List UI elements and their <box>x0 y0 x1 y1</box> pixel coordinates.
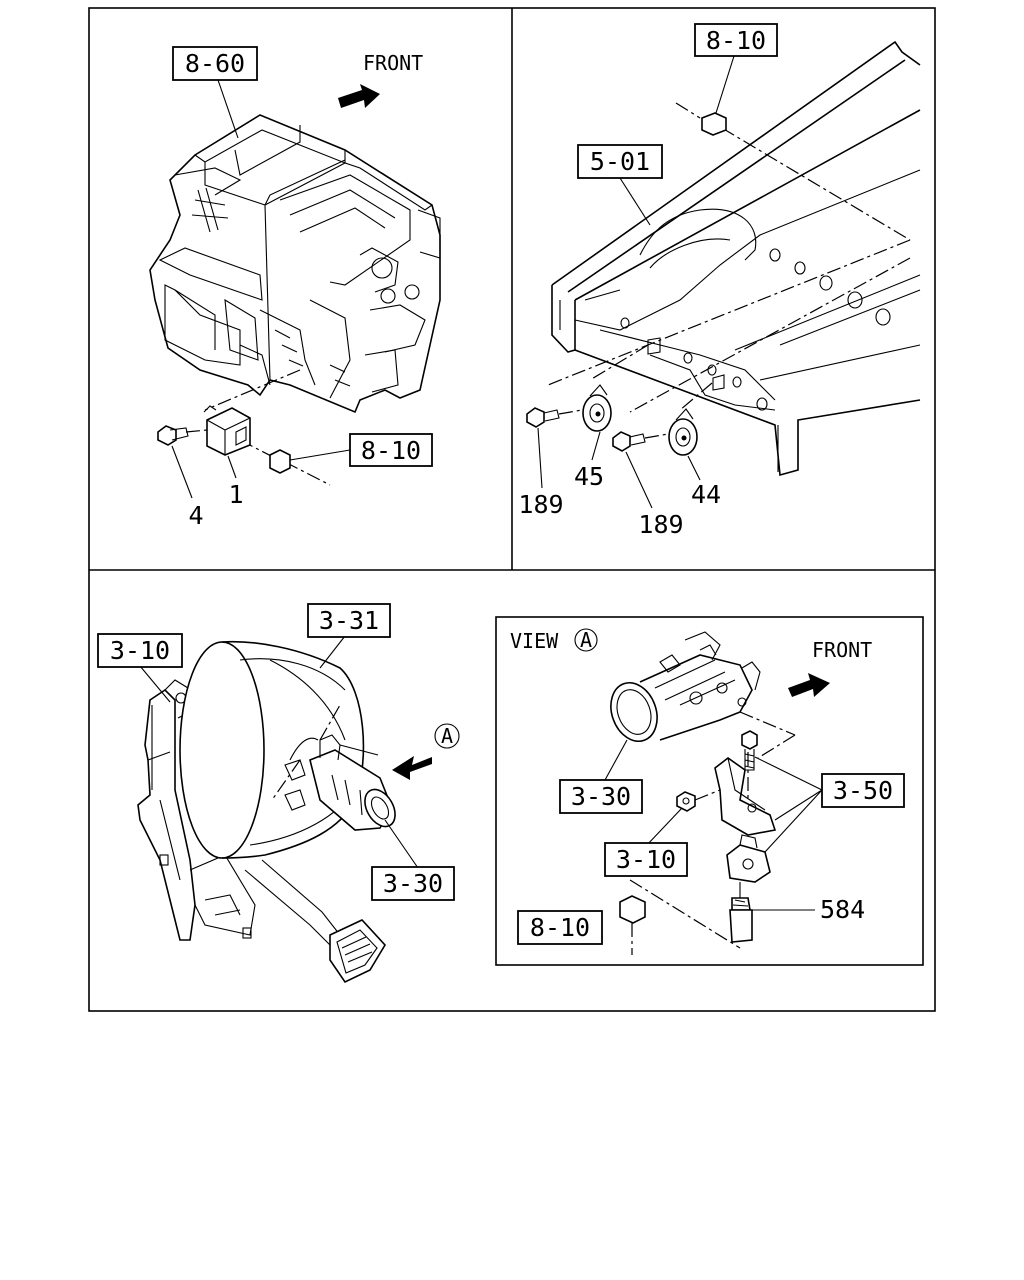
part-189-b-label: 189 <box>638 510 683 539</box>
ref-bracket-label: 3-10 <box>110 636 170 665</box>
ref-box-harness: 8-10 <box>694 23 778 57</box>
connector-view-drawing <box>619 895 646 955</box>
view-marker-label: A <box>441 724 453 748</box>
pedal-drawing <box>244 859 386 984</box>
horn-45-drawing <box>582 384 612 432</box>
ref-box-booster: 3-31 <box>307 603 391 638</box>
view-a-circle-icon <box>434 723 460 749</box>
front-arrow-icon <box>338 84 380 108</box>
part-584-label: 584 <box>820 895 865 924</box>
horn-44-drawing <box>668 408 698 456</box>
view-a-circle-icon <box>574 628 598 652</box>
ref-heater-label: 8-60 <box>185 49 245 78</box>
ref-nut-label: 3-10 <box>616 845 676 874</box>
ref-harness-label: 8-10 <box>361 436 421 465</box>
switch-view-drawing <box>729 882 753 943</box>
panel-top-left: 8-60 FRONT 8-10 4 1 <box>149 46 441 530</box>
bolt-view-drawing <box>741 730 758 771</box>
ref-box-brackets: 3-50 <box>821 773 905 808</box>
panel-borders <box>88 7 936 1012</box>
ref-booster-label: 3-31 <box>319 606 379 635</box>
panel-top-right: 8-10 5-01 45 44 189 189 <box>518 23 921 539</box>
view-label: VIEW <box>510 629 559 653</box>
ref-master-label: 3-30 <box>383 869 443 898</box>
part-4-label: 4 <box>188 501 203 530</box>
bolt-189-a-drawing <box>526 407 583 428</box>
connector-drawing <box>701 112 727 136</box>
heater-unit-drawing <box>149 114 441 414</box>
control-module-drawing <box>203 405 251 456</box>
panel-bottom-right: VIEW A FRONT <box>510 628 905 955</box>
ref-box-heater: 8-60 <box>172 46 258 81</box>
front-label: FRONT <box>363 51 423 75</box>
panel-bottom-left: A 3-10 3-31 3-30 <box>97 603 460 984</box>
fitting-view-drawing <box>726 834 771 883</box>
ref-box-harness: 8-10 <box>517 910 603 945</box>
bolt-drawing <box>157 425 208 446</box>
ref-box-master: 3-30 <box>371 866 455 901</box>
part-189-a-label: 189 <box>518 490 563 519</box>
ref-box-harness: 8-10 <box>349 433 433 467</box>
part-45-label: 45 <box>574 462 604 491</box>
ref-brackets-label: 3-50 <box>833 776 893 805</box>
part-1-label: 1 <box>228 480 243 509</box>
nut-view-drawing <box>676 789 721 812</box>
ref-master-label: 3-30 <box>571 782 631 811</box>
connector-drawing <box>269 449 291 474</box>
frame-rail-drawing <box>551 40 921 477</box>
ref-harness-label: 8-10 <box>530 913 590 942</box>
master-cylinder-view-drawing <box>610 631 761 742</box>
master-cylinder-drawing <box>284 734 396 831</box>
ref-box-frame: 5-01 <box>577 144 663 179</box>
bolt-189-b-drawing <box>612 431 669 452</box>
ref-frame-label: 5-01 <box>590 147 650 176</box>
ref-box-bracket: 3-10 <box>97 633 183 668</box>
part-44-label: 44 <box>691 480 721 509</box>
front-label: FRONT <box>812 638 872 662</box>
view-marker-label: A <box>580 628 592 652</box>
view-a-arrow-icon <box>392 756 432 780</box>
front-arrow-icon <box>788 673 830 697</box>
ref-harness-label: 8-10 <box>706 26 766 55</box>
ref-box-nut: 3-10 <box>604 842 688 877</box>
ref-box-master: 3-30 <box>559 779 643 814</box>
bracket-view-drawing <box>714 757 777 836</box>
